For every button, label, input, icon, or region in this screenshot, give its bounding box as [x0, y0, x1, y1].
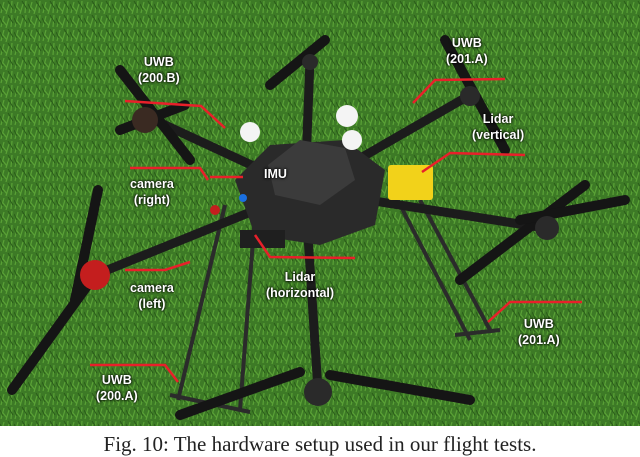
drone-body [210, 105, 433, 248]
label-uwb-200a-line1: UWB [101, 373, 132, 387]
label-uwb-201a-top-line2: (201.A) [446, 52, 488, 66]
label-camera-right-line2: (right) [133, 193, 170, 207]
label-imu-line1: IMU [264, 167, 287, 181]
label-lidar-horizontal: Lidar (horizontal) [266, 269, 334, 301]
label-uwb-200b-line1: UWB [143, 55, 174, 69]
label-lidar-vertical-line1: Lidar [482, 112, 514, 126]
label-uwb-200a: UWB (200.A) [96, 372, 138, 404]
label-lidar-vertical: Lidar (vertical) [472, 111, 524, 143]
drone-photo [0, 0, 640, 426]
label-imu: IMU [264, 166, 287, 182]
leader-lines [90, 77, 582, 383]
label-lidar-horizontal-line1: Lidar [284, 270, 316, 284]
motors [80, 54, 559, 406]
label-uwb-201a-bottom: UWB (201.A) [518, 316, 560, 348]
label-uwb-201a-top-line1: UWB [451, 36, 482, 50]
label-camera-left-line2: (left) [138, 297, 166, 311]
label-uwb-200b-line2: (200.B) [138, 71, 180, 85]
label-uwb-201a-top: UWB (201.A) [446, 35, 488, 67]
label-uwb-201a-bottom-line2: (201.A) [518, 333, 560, 347]
label-uwb-200a-line2: (200.A) [96, 389, 138, 403]
label-lidar-vertical-line2: (vertical) [472, 128, 525, 142]
label-camera-right: camera (right) [130, 176, 174, 208]
label-camera-right-line1: camera [130, 177, 174, 191]
label-uwb-201a-bottom-line1: UWB [523, 317, 554, 331]
label-uwb-200b: UWB (200.B) [138, 54, 180, 86]
label-camera-left: camera (left) [130, 280, 174, 312]
label-camera-left-line1: camera [130, 281, 174, 295]
label-lidar-horizontal-line2: (horizontal) [266, 286, 335, 300]
figure-caption: Fig. 10: The hardware setup used in our … [103, 432, 537, 456]
